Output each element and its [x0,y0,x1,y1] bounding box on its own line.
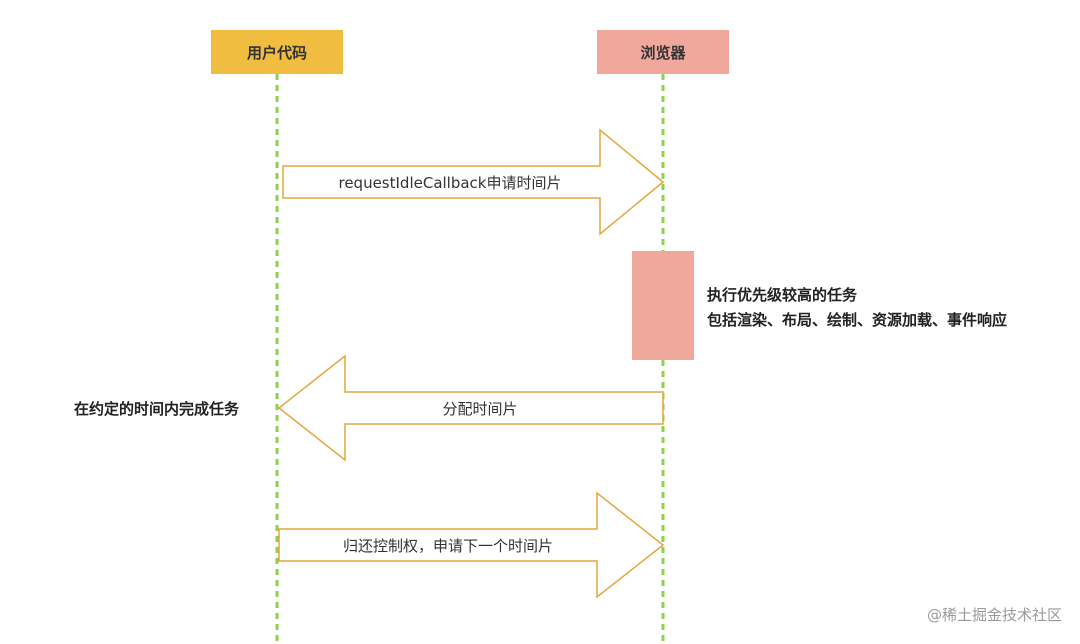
return-control-label: 归还控制权，申请下一个时间片 [343,537,553,555]
watermark: @稀土掘金技术社区 [927,606,1062,624]
browser-actor-box [597,30,729,74]
allocate-time-slice-arrow [277,354,664,462]
user-code-actor-label: 用户代码 [247,44,307,62]
browser-task-detail: 包括渲染、布局、绘制、资源加载、事件响应 [707,311,1007,329]
allocate-time-slice-label: 分配时间片 [442,400,517,418]
browser-actor-label: 浏览器 [640,44,686,62]
request-idle-callback-arrow [282,128,665,236]
browser-task-block [632,251,694,360]
user-code-actor-box [211,30,343,74]
user-code-task-note: 在约定的时间内完成任务 [74,400,240,418]
request-idle-callback-label: requestIdleCallback申请时间片 [338,174,561,192]
browser-task-title: 执行优先级较高的任务 [707,286,858,304]
return-control-arrow [278,491,665,599]
